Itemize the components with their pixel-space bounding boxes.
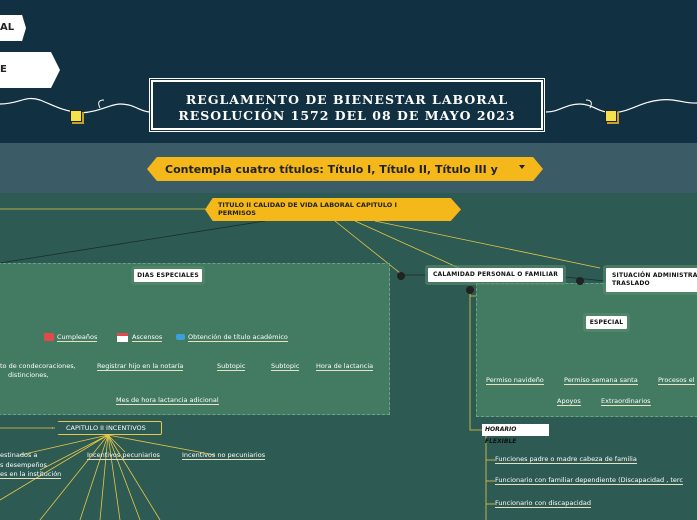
destinados-line-1[interactable]: estinados a — [0, 451, 38, 459]
birthday-pin-icon — [44, 333, 54, 341]
cumpleanos-item[interactable]: Cumpleaños — [57, 333, 98, 342]
horario-item-2[interactable]: Funcionario con familiar dependiente (Di… — [495, 476, 683, 485]
calendar-icon — [117, 333, 128, 342]
dias-especiales-panel — [0, 263, 390, 415]
especial-panel — [476, 283, 697, 417]
junction-dot[interactable] — [466, 286, 474, 294]
subtopic-item-1[interactable]: Subtopic — [217, 362, 246, 371]
ascensos-item[interactable]: Ascensos — [132, 333, 163, 342]
apoyos-item[interactable]: Apoyos — [557, 397, 581, 406]
junction-dot[interactable] — [576, 277, 584, 285]
horario-flexible-label: HORARIO FLEXIBLE — [485, 426, 517, 445]
main-title-line-1: REGLAMENTO DE BIENESTAR LABORAL — [185, 92, 509, 107]
procesos-item[interactable]: Procesos el — [658, 376, 695, 385]
destinados-line-3[interactable]: es en la institución — [0, 470, 62, 479]
permiso-navideno-item[interactable]: Permiso navideño — [486, 376, 544, 385]
dias-especiales-node[interactable]: DIAS ESPECIALES — [134, 269, 202, 282]
branch-tag-2[interactable]: E — [0, 52, 60, 88]
four-titles-banner-text: Contempla cuatro títulos: Título I, Títu… — [165, 162, 498, 176]
especial-label: ESPECIAL — [589, 319, 624, 326]
hora-lactancia-item[interactable]: Hora de lactancia — [316, 362, 374, 371]
capitulo-ii-label: CAPITULO II INCENTIVOS — [66, 424, 146, 432]
horario-flexible-node[interactable]: HORARIO FLEXIBLE — [482, 424, 549, 445]
calamidad-label: CALAMIDAD PERSONAL O FAMILIAR — [432, 271, 559, 278]
situacion-line-2: TRASLADO — [612, 280, 650, 287]
mes-lactancia-item[interactable]: Mes de hora lactancia adicional — [116, 396, 219, 405]
branch-tag-1-label: AL — [0, 22, 15, 33]
titulo-ii-line-2: PERMISOS — [218, 209, 256, 217]
subtopic-item-2[interactable]: Subtopic — [271, 362, 300, 371]
registrar-hijo-item[interactable]: Registrar hijo en la notaría — [97, 362, 184, 371]
graduation-cap-icon — [176, 334, 185, 340]
main-title-line-2: RESOLUCIÓN 1572 DEL 08 DE MAYO 2023 — [178, 108, 516, 123]
destinados-line-2[interactable]: s desempeños — [0, 461, 47, 469]
incentivos-no-pecuniarios-item[interactable]: Incentivos no pecuniarios — [182, 451, 266, 460]
condecoraciones-line-1[interactable]: to de condecoraciones, — [0, 362, 76, 370]
especial-node[interactable]: ESPECIAL — [586, 316, 627, 329]
branch-tag-1[interactable]: AL — [0, 15, 26, 41]
horario-item-3[interactable]: Funcionario con discapacidad — [495, 499, 591, 508]
collapse-arrow-icon[interactable] — [519, 165, 525, 169]
four-titles-banner[interactable]: Contempla cuatro títulos: Título I, Títu… — [147, 157, 543, 181]
capitulo-ii-node[interactable]: CAPITULO II INCENTIVOS — [52, 421, 162, 435]
condecoraciones-line-2[interactable]: distinciones, — [8, 371, 49, 379]
situacion-administrativa-node[interactable]: SITUACIÓN ADMINISTRAT TRASLADO — [606, 268, 697, 292]
titulo-ii-line-1: TITULO II CALIDAD DE VIDA LABORAL CAPITU… — [218, 201, 397, 209]
extraordinarios-item[interactable]: Extraordinarios — [601, 397, 651, 406]
titulo-ii-node[interactable]: TITULO II CALIDAD DE VIDA LABORAL CAPITU… — [205, 198, 461, 221]
situacion-line-1: SITUACIÓN ADMINISTRAT — [612, 272, 697, 279]
main-title-node[interactable]: REGLAMENTO DE BIENESTAR LABORAL RESOLUCI… — [151, 80, 543, 130]
dias-especiales-label: DIAS ESPECIALES — [137, 272, 199, 279]
branch-tag-2-label: E — [0, 64, 7, 75]
note-icon[interactable] — [605, 110, 617, 122]
titulo-academico-item[interactable]: Obtención de título académico — [188, 333, 288, 342]
calamidad-node[interactable]: CALAMIDAD PERSONAL O FAMILIAR — [428, 268, 563, 282]
incentivos-pecuniarios-item[interactable]: Incentivos pecuniarios — [87, 451, 160, 460]
note-icon[interactable] — [70, 110, 82, 122]
permiso-semana-santa-item[interactable]: Permiso semana santa — [564, 376, 638, 385]
junction-dot[interactable] — [397, 272, 405, 280]
horario-item-1[interactable]: Funciones padre o madre cabeza de famili… — [495, 455, 637, 464]
